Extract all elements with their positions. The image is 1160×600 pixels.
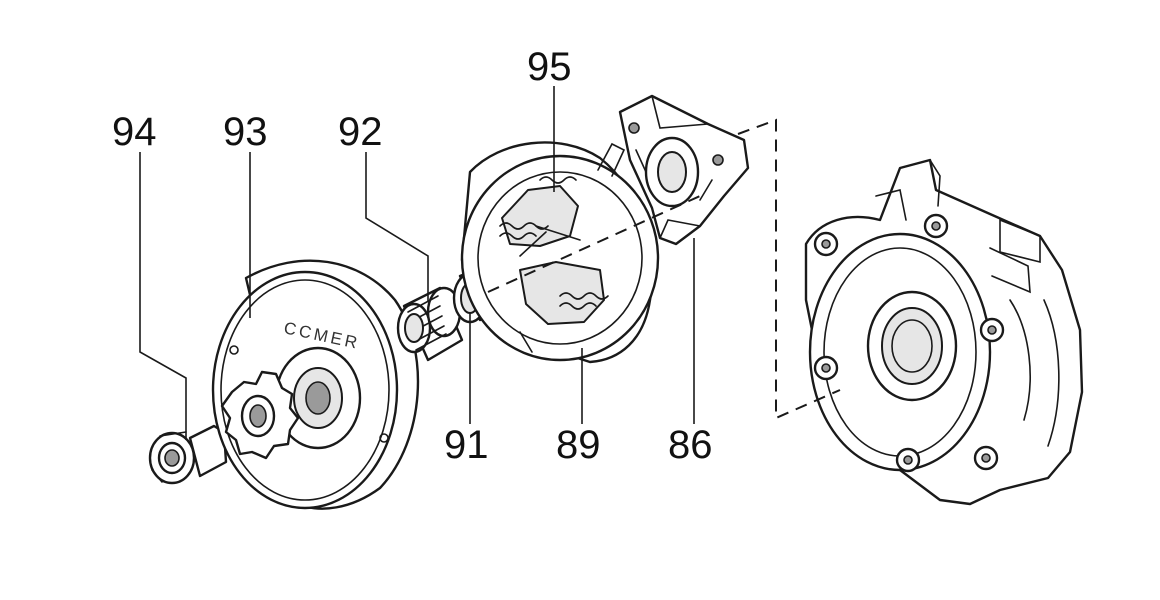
part-94-nut	[148, 424, 228, 485]
leader-lines	[139, 86, 695, 440]
part-86-hub	[618, 94, 750, 246]
label-93: 93	[223, 110, 268, 154]
label-92: 92	[338, 110, 383, 154]
part-92-needle-bearing	[396, 286, 464, 362]
label-91: 91	[444, 423, 489, 467]
part-89-clutch-shoes	[460, 141, 660, 364]
label-89: 89	[556, 423, 601, 467]
housing-bolt-bosses	[813, 213, 1005, 473]
part-labels: 94 93 92 95 91 89 86	[112, 45, 713, 467]
crankcase-housing	[804, 158, 1084, 506]
part-93-clutch-drum: CCMER	[211, 259, 420, 510]
label-86: 86	[668, 423, 713, 467]
assembly-axis	[487, 118, 841, 420]
leader-92	[365, 152, 429, 302]
leader-94	[139, 152, 187, 440]
label-95: 95	[527, 45, 572, 89]
label-94: 94	[112, 110, 157, 154]
